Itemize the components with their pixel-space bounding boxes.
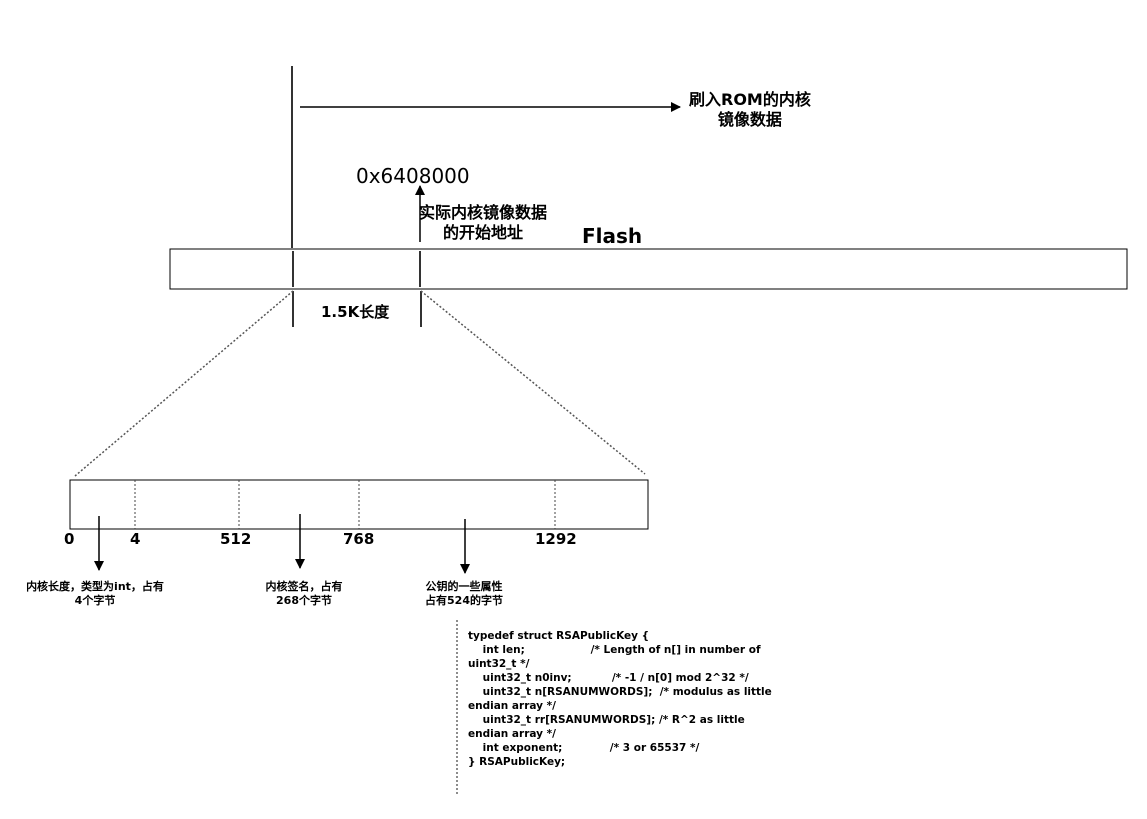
note-pubkey-line2: 占有524的字节 xyxy=(425,594,503,607)
note-length-line1: 内核长度，类型为int，占有 xyxy=(26,580,164,593)
length-label: 1.5K长度 xyxy=(321,303,390,321)
flash-label: Flash xyxy=(582,224,643,248)
code-line: uint32_t n[RSANUMWORDS]; /* modulus as l… xyxy=(468,686,772,698)
start-label-line1: 实际内核镜像数据 xyxy=(419,203,548,222)
note-signature-line1: 内核签名，占有 xyxy=(265,580,343,593)
code-line: int len; /* Length of n[] in number of xyxy=(468,644,761,656)
rsa-struct-code: typedef struct RSAPublicKey { int len; /… xyxy=(468,629,772,769)
note-signature-line2: 268个字节 xyxy=(276,594,332,607)
code-line: int exponent; /* 3 or 65537 */ xyxy=(468,742,700,754)
note-length-line2: 4个字节 xyxy=(74,594,116,607)
start-label-line2: 的开始地址 xyxy=(443,223,524,242)
code-line: uint32_t */ xyxy=(468,658,530,670)
offset-1292: 1292 xyxy=(535,530,577,548)
rom-label-line1: 刷入ROM的内核 xyxy=(689,90,811,109)
code-line: endian array */ xyxy=(468,700,556,712)
offset-0: 0 xyxy=(64,530,75,548)
note-length: 内核长度，类型为int，占有 4个字节 xyxy=(22,580,168,608)
start-label: 实际内核镜像数据 的开始地址 xyxy=(419,203,547,243)
rom-label: 刷入ROM的内核 镜像数据 xyxy=(689,90,811,130)
code-line: uint32_t n0inv; /* -1 / n[0] mod 2^32 */ xyxy=(468,672,749,684)
offset-768: 768 xyxy=(343,530,375,548)
code-line: } RSAPublicKey; xyxy=(468,756,566,768)
note-pubkey-line1: 公钥的一些属性 xyxy=(425,580,503,593)
code-line: typedef struct RSAPublicKey { xyxy=(468,630,650,642)
code-line: endian array */ xyxy=(468,728,556,740)
flash-bar xyxy=(169,248,1128,290)
note-signature: 内核签名，占有 268个字节 xyxy=(254,580,354,608)
rom-label-line2: 镜像数据 xyxy=(717,110,782,129)
zoom-line-left xyxy=(74,290,294,477)
zoom-line-right xyxy=(420,290,646,475)
code-line: uint32_t rr[RSANUMWORDS]; /* R^2 as litt… xyxy=(468,714,745,726)
note-pubkey: 公钥的一些属性 占有524的字节 xyxy=(416,580,512,608)
offset-512: 512 xyxy=(220,530,252,548)
offset-4: 4 xyxy=(130,530,141,548)
start-address: 0x6408000 xyxy=(356,164,470,188)
